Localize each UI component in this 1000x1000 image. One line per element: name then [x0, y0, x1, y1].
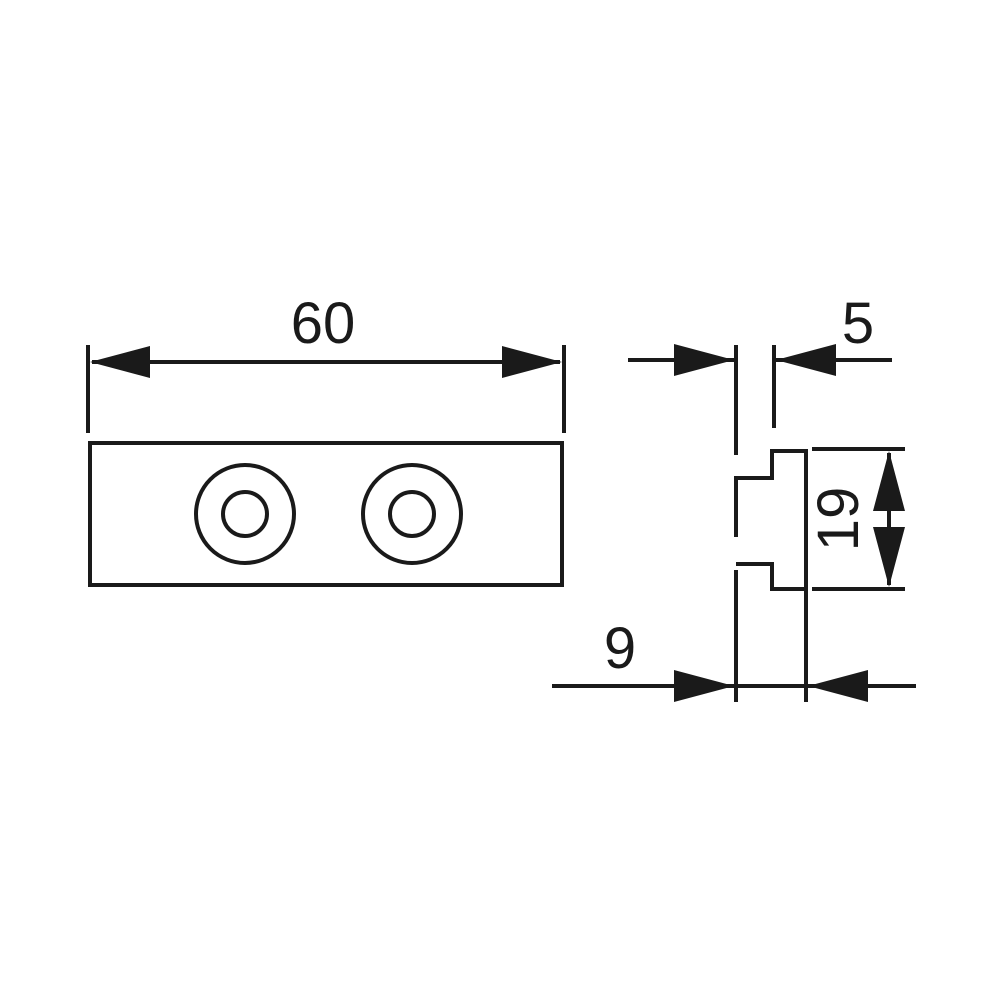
left-boss — [194, 463, 296, 565]
depth-arrow-left — [674, 670, 734, 702]
thickness-dimension-label: 5 — [842, 291, 874, 356]
depth-dimension: 9 — [552, 616, 916, 702]
depth-dimension-label: 9 — [604, 616, 636, 681]
height-arrow-top — [873, 451, 905, 511]
thickness-arrow-left — [674, 344, 734, 376]
height-dimension: 19 — [806, 447, 905, 591]
right-boss — [361, 463, 463, 565]
side-view: 5 19 9 — [552, 291, 916, 702]
plate-outline — [88, 441, 564, 587]
thickness-dimension: 5 — [628, 291, 892, 376]
height-dimension-label: 19 — [806, 487, 871, 552]
front-view: 60 — [86, 291, 566, 587]
thickness-arrow-right — [776, 344, 836, 376]
width-dimension: 60 — [86, 291, 566, 433]
width-arrow-right — [502, 346, 562, 378]
right-boss-outer-ring — [361, 463, 463, 565]
width-dimension-label: 60 — [291, 291, 356, 356]
right-boss-hole — [388, 490, 436, 538]
width-arrow-left — [90, 346, 150, 378]
left-boss-hole — [221, 490, 269, 538]
height-arrow-bottom — [873, 527, 905, 587]
side-profile-outline — [734, 449, 808, 591]
left-boss-outer-ring — [194, 463, 296, 565]
depth-arrow-right — [808, 670, 868, 702]
